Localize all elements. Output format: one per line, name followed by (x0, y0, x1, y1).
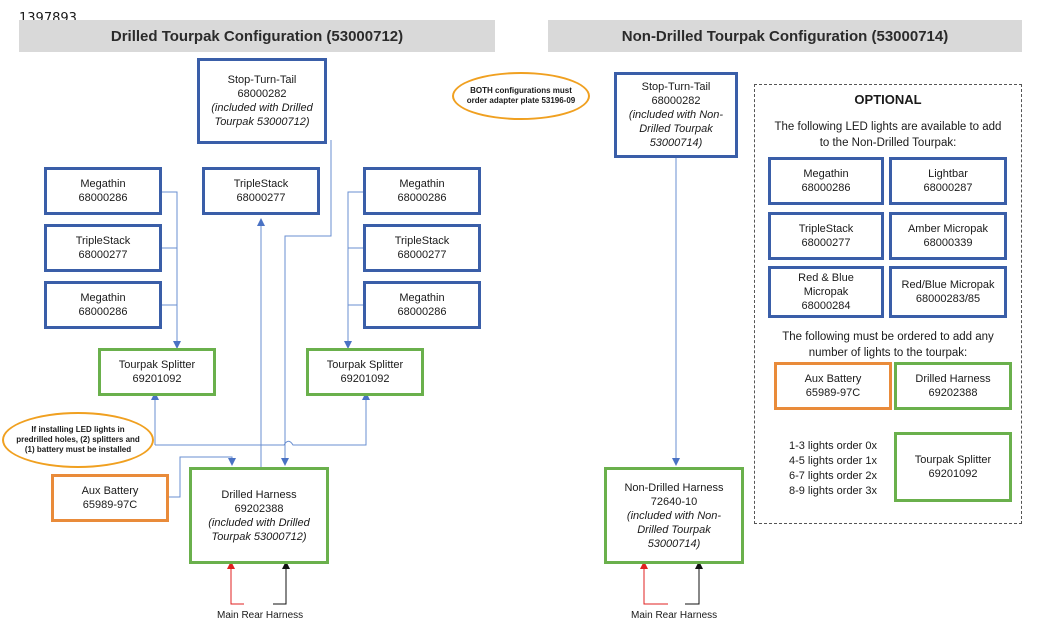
box-name: Megathin (80, 178, 126, 190)
box-part-number: 69202388 (928, 387, 978, 399)
box-note: (included with Drilled Tourpak 53000712) (208, 516, 310, 543)
box-name: Megathin (399, 292, 445, 304)
nondrilled-config-header: Non-Drilled Tourpak Configuration (53000… (548, 20, 1022, 52)
drilled-right-light-1-box: Megathin 68000286 (363, 167, 481, 215)
optional-light-2-box: Lightbar 68000287 (889, 157, 1007, 205)
box-part-number: 72640-10 (650, 495, 698, 508)
optional-title: OPTIONAL (854, 92, 922, 107)
wire-stop-turn-tail (281, 140, 332, 466)
box-name: Tourpak Splitter (118, 359, 196, 371)
box-part-number: 69201092 (132, 373, 182, 385)
box-part-number: 68000287 (923, 182, 973, 194)
nondrilled-stop-turn-tail-box: Stop-Turn-Tail 68000282 (included with N… (614, 72, 738, 158)
optional-splitter-box: Tourpak Splitter 69201092 (894, 432, 1012, 502)
box-part-number: 68000283/85 (915, 293, 981, 305)
box-name: Megathin (803, 168, 849, 180)
box-part-number: 68000282 (237, 88, 287, 100)
box-name: Stop-Turn-Tail (227, 74, 297, 86)
rule-line: 8-9 lights order 3x (788, 485, 878, 497)
nondrilled-main-rear-harness-label: Main Rear Harness (631, 610, 718, 621)
box-part-number: 68000339 (923, 237, 973, 249)
wire-aux-battery (167, 456, 236, 498)
wire-right-lights (344, 191, 364, 349)
box-part-number: 68000286 (397, 192, 447, 204)
optional-intro: The following LED lights are available t… (774, 121, 1002, 149)
box-name: TripleStack (233, 178, 289, 190)
box-name: Aux Battery (804, 373, 862, 385)
box-part-number: 65989-97C (805, 387, 861, 399)
optional-light-5-box: Red & Blue Micropak 68000284 (768, 266, 884, 318)
box-name: Red/Blue Micropak (901, 279, 995, 291)
box-part-number: 68000277 (236, 192, 286, 204)
box-part-number: 68000284 (801, 300, 851, 312)
drilled-center-triplestack-box: TripleStack 68000277 (202, 167, 320, 215)
wire-right-splitter (155, 392, 370, 446)
drilled-right-light-3-box: Megathin 68000286 (363, 281, 481, 329)
box-name: Drilled Harness (221, 488, 297, 501)
box-note: (included with Drilled Tourpak 53000712) (211, 102, 313, 128)
box-name: Non-Drilled Harness (624, 481, 724, 494)
drilled-right-splitter-box: Tourpak Splitter 69201092 (306, 348, 424, 396)
predrilled-install-callout: If installing LED lights in predrilled h… (2, 412, 154, 468)
box-part-number: 68000277 (397, 249, 447, 261)
optional-drilled-harness-box: Drilled Harness 69202388 (894, 362, 1012, 410)
box-name: Drilled Harness (915, 373, 991, 385)
box-part-number: 69202388 (234, 502, 284, 515)
box-part-number: 68000286 (801, 182, 851, 194)
rule-line: 4-5 lights order 1x (788, 455, 878, 467)
rule-line: 1-3 lights order 0x (788, 440, 878, 452)
box-name: Tourpak Splitter (326, 359, 404, 371)
box-part-number: 69201092 (928, 468, 978, 480)
box-name: Megathin (399, 178, 445, 190)
box-name: Red & Blue Micropak (798, 272, 854, 298)
box-part-number: 69201092 (340, 373, 390, 385)
box-part-number: 68000282 (651, 95, 701, 107)
box-name: Lightbar (928, 168, 968, 180)
box-name: TripleStack (798, 223, 854, 235)
optional-must-order-text: The following must be ordered to add any… (782, 331, 994, 359)
adapter-plate-callout: BOTH configurations must order adapter p… (452, 72, 590, 120)
drilled-left-splitter-box: Tourpak Splitter 69201092 (98, 348, 216, 396)
drilled-main-rear-harness-label: Main Rear Harness (217, 610, 304, 621)
box-name: Megathin (80, 292, 126, 304)
optional-light-4-box: Amber Micropak 68000339 (889, 212, 1007, 260)
box-name: Stop-Turn-Tail (641, 81, 711, 93)
box-part-number: 68000277 (801, 237, 851, 249)
drilled-config-header: Drilled Tourpak Configuration (53000712) (19, 20, 495, 52)
optional-aux-battery-box: Aux Battery 65989-97C (774, 362, 892, 410)
box-note: (included with Non-Drilled Tourpak 53000… (628, 109, 724, 149)
optional-light-1-box: Megathin 68000286 (768, 157, 884, 205)
box-name: Amber Micropak (907, 223, 989, 235)
drilled-left-light-3-box: Megathin 68000286 (44, 281, 162, 329)
box-name: Aux Battery (81, 485, 139, 497)
wire-left-lights (161, 191, 181, 349)
optional-light-3-box: TripleStack 68000277 (768, 212, 884, 260)
drilled-left-light-1-box: Megathin 68000286 (44, 167, 162, 215)
drilled-harness-box: Drilled Harness 69202388 (included with … (189, 467, 329, 564)
box-name: Tourpak Splitter (914, 454, 992, 466)
rule-line: 6-7 lights order 2x (788, 470, 878, 482)
box-part-number: 65989-97C (82, 499, 138, 511)
drilled-stop-turn-tail-box: Stop-Turn-Tail 68000282 (included with D… (197, 58, 327, 144)
box-name: TripleStack (394, 235, 450, 247)
box-note: (included with Non-Drilled Tourpak 53000… (626, 509, 722, 550)
drilled-right-light-2-box: TripleStack 68000277 (363, 224, 481, 272)
box-part-number: 68000277 (78, 249, 128, 261)
nondrilled-harness-box: Non-Drilled Harness 72640-10 (included w… (604, 467, 744, 564)
drilled-aux-battery-box: Aux Battery 65989-97C (51, 474, 169, 522)
drilled-left-light-2-box: TripleStack 68000277 (44, 224, 162, 272)
optional-panel (754, 84, 1022, 524)
optional-splitter-rules: 1-3 lights order 0x 4-5 lights order 1x … (778, 439, 888, 499)
box-part-number: 68000286 (78, 306, 128, 318)
box-name: TripleStack (75, 235, 131, 247)
optional-light-6-box: Red/Blue Micropak 68000283/85 (889, 266, 1007, 318)
box-part-number: 68000286 (397, 306, 447, 318)
box-part-number: 68000286 (78, 192, 128, 204)
